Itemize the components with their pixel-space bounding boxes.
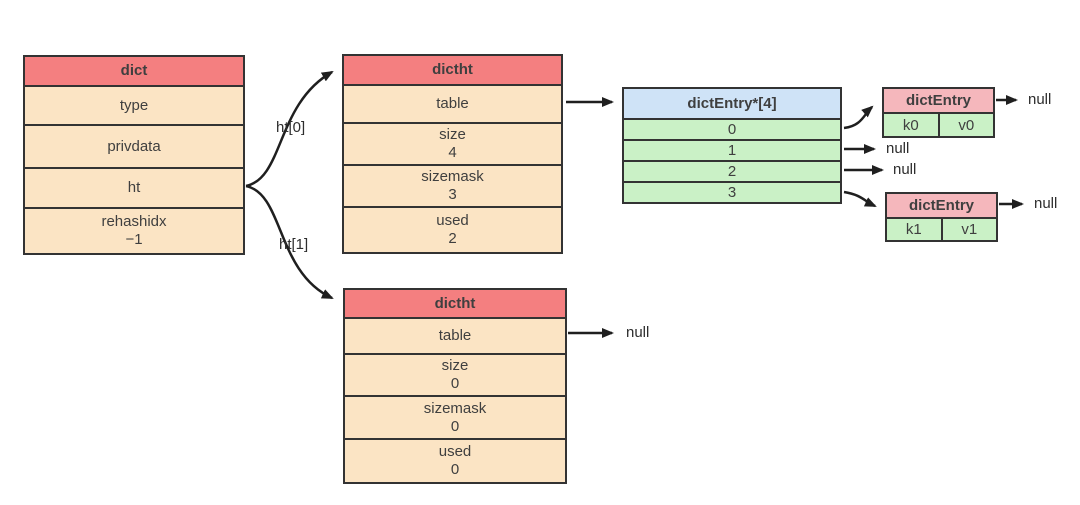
dictht1-row-size: size 0 xyxy=(345,353,565,395)
bucket-slot-1: 1 xyxy=(624,139,840,160)
ht1-pointer-label: ht[1] xyxy=(279,236,309,253)
value-cell: v0 xyxy=(937,114,993,136)
dictht0-table: dictht table size 4 sizemask 3 used 2 xyxy=(342,54,563,254)
bucket-slot-3: 3 xyxy=(624,181,840,202)
dictht1-row-used: used 0 xyxy=(345,438,565,482)
dictentry1-title: dictEntry xyxy=(887,194,996,217)
null-label-entry1: null xyxy=(1034,195,1058,212)
field-value: −1 xyxy=(125,231,143,248)
dict-row-ht: ht xyxy=(25,167,243,207)
key-cell: k1 xyxy=(887,219,941,240)
dictentry1-node: dictEntry k1 v1 xyxy=(885,192,998,242)
null-label-ht1-table: null xyxy=(626,324,650,341)
null-label-slot1: null xyxy=(886,140,910,157)
dictht0-title: dictht xyxy=(344,56,561,84)
dictentry1-cells: k1 v1 xyxy=(887,217,996,240)
field-label: rehashidx xyxy=(101,213,167,230)
field-label: sizemask xyxy=(423,399,487,417)
dictentry0-cells: k0 v0 xyxy=(884,112,993,136)
dictht0-row-size: size 4 xyxy=(344,122,561,164)
field-label: used xyxy=(438,443,472,460)
dict-table-title: dict xyxy=(25,57,243,85)
ht0-pointer-label: ht[0] xyxy=(276,119,306,136)
field-value: 0 xyxy=(450,461,460,478)
field-label: used xyxy=(436,212,469,229)
field-label: privdata xyxy=(107,137,161,155)
dictht0-row-sizemask: sizemask 3 xyxy=(344,164,561,206)
arrow-slot0-to-entry0 xyxy=(843,105,874,130)
field-value: 2 xyxy=(448,230,457,247)
dictht1-row-table: table xyxy=(345,317,565,353)
dictht0-row-table: table xyxy=(344,84,561,122)
key-cell: k0 xyxy=(884,114,938,136)
field-label: ht xyxy=(127,179,141,196)
field-label: sizemask xyxy=(421,168,484,185)
bucket-array-table: dictEntry*[4] 0 1 2 3 xyxy=(622,87,842,204)
field-value: 0 xyxy=(450,417,460,435)
arrow-slot3-to-entry1 xyxy=(843,190,877,208)
null-label-slot2: null xyxy=(893,161,917,178)
dictht1-table: dictht table size 0 sizemask 0 used 0 xyxy=(343,288,567,484)
field-value: 3 xyxy=(448,186,457,203)
field-label: size xyxy=(439,126,466,143)
bucket-slot-0: 0 xyxy=(624,118,840,139)
dictentry0-title: dictEntry xyxy=(884,89,993,112)
field-value: 0 xyxy=(450,375,460,392)
field-label: size xyxy=(441,357,469,374)
value-cell: v1 xyxy=(940,219,996,240)
dictht0-row-used: used 2 xyxy=(344,206,561,252)
dictentry0-node: dictEntry k0 v0 xyxy=(882,87,995,138)
dict-table: dict type privdata ht rehashidx −1 xyxy=(23,55,245,255)
field-value: 4 xyxy=(448,144,457,161)
dictht1-row-sizemask: sizemask 0 xyxy=(345,395,565,438)
bucket-slot-2: 2 xyxy=(624,160,840,181)
field-label: type xyxy=(119,96,149,114)
field-label: table xyxy=(436,95,469,112)
null-label-entry0: null xyxy=(1028,91,1052,108)
field-label: table xyxy=(438,327,472,344)
dict-row-rehashidx: rehashidx −1 xyxy=(25,207,243,253)
dict-row-type: type xyxy=(25,85,243,124)
bucket-array-title: dictEntry*[4] xyxy=(624,89,840,118)
dictht1-title: dictht xyxy=(345,290,565,317)
dict-row-privdata: privdata xyxy=(25,124,243,167)
